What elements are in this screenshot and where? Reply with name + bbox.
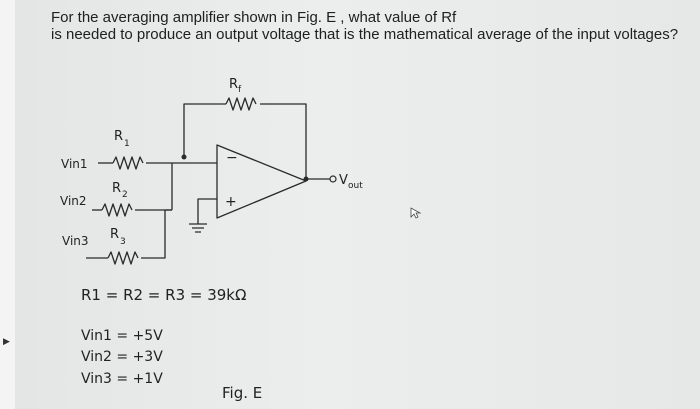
vout-label: V xyxy=(339,173,348,188)
r3-resistor xyxy=(107,251,139,265)
r2-subscript: 2 xyxy=(122,190,128,200)
r3-subscript: 3 xyxy=(120,237,126,247)
ground-symbol xyxy=(189,223,207,233)
question-line-1: For the averaging amplifier shown in Fig… xyxy=(51,9,457,26)
inverting-sign: − xyxy=(226,150,238,166)
r1-resistor xyxy=(112,156,144,170)
vout-subscript: out xyxy=(348,181,363,191)
resistor-values: R1 = R2 = R3 = 39kΩ xyxy=(81,286,247,304)
feedback-node-dot xyxy=(181,154,187,160)
r2-resistor xyxy=(101,203,133,217)
question-text: For the averaging amplifier shown in Fig… xyxy=(51,9,691,43)
feedback-left-wire xyxy=(183,103,226,157)
mouse-cursor-icon xyxy=(410,207,422,219)
output-node-dot xyxy=(303,176,309,182)
r2-label: R xyxy=(112,181,121,196)
play-arrow-icon: ▶ xyxy=(3,336,10,346)
op-amp-triangle xyxy=(216,144,307,219)
r1-label: R xyxy=(114,129,123,144)
vin1-label: Vin1 xyxy=(61,157,88,171)
vin3-value: Vin3 = +1V xyxy=(81,371,163,387)
vin3-label: Vin3 xyxy=(62,234,89,248)
left-strip: ▶ xyxy=(0,0,15,409)
vin1-value: Vin1 = +5V xyxy=(81,328,163,344)
question-line-2: is needed to produce an output voltage t… xyxy=(51,26,679,43)
rf-resistor xyxy=(225,97,257,111)
r1-subscript: 1 xyxy=(124,139,130,149)
vin2-value: Vin2 = +3V xyxy=(81,349,163,365)
r3-label: R xyxy=(110,227,119,242)
noninverting-ground-wire xyxy=(197,198,217,224)
noninverting-sign: + xyxy=(225,194,237,210)
feedback-right-wire xyxy=(260,103,307,179)
rf-subscript: f xyxy=(238,85,242,95)
figure-caption: Fig. E xyxy=(222,384,263,402)
r3-to-bus-wire xyxy=(141,209,172,259)
rf-label: R xyxy=(229,77,238,92)
vin2-label: Vin2 xyxy=(60,194,87,208)
vout-terminal xyxy=(329,175,337,183)
